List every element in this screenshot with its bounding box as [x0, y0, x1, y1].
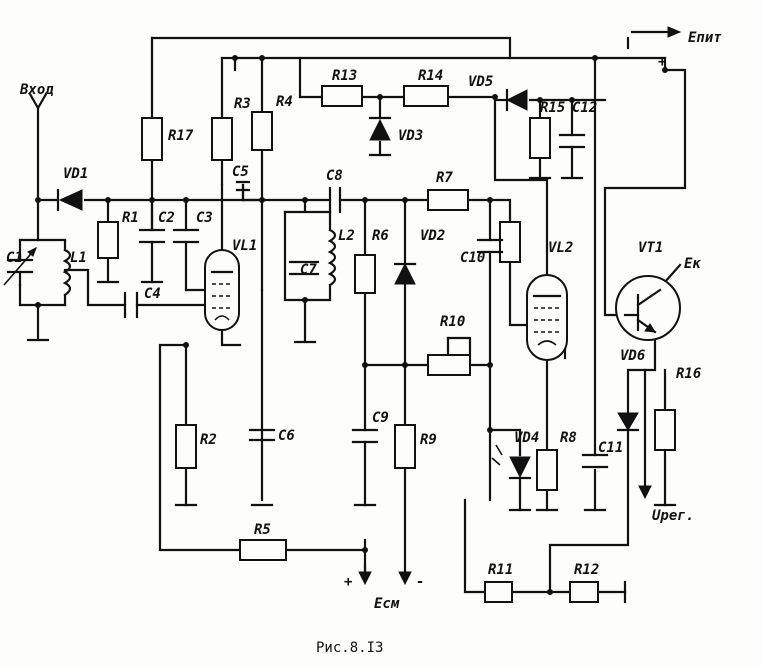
inductor-l1 — [62, 248, 72, 297]
resistor-r15 — [529, 117, 551, 159]
variable-capacitor-c1 — [3, 246, 37, 287]
label-vd6: VD6 — [620, 348, 645, 364]
resistor-r8 — [536, 449, 558, 491]
label-r17: R17 — [168, 128, 194, 144]
label-r11: R11 — [488, 562, 513, 578]
label-l2: L2 — [338, 228, 355, 244]
label-plus-bottom: + — [344, 574, 352, 590]
capacitors — [123, 133, 609, 469]
diode-vd5 — [505, 88, 528, 112]
resistor-r6 — [354, 254, 376, 294]
inductor-l2 — [327, 228, 337, 287]
label-ek: Eк — [684, 256, 701, 272]
label-l1: L1 — [70, 250, 87, 266]
label-r1: R1 — [122, 210, 139, 226]
label-r2: R2 — [200, 432, 217, 448]
label-c3: C3 — [196, 210, 213, 226]
label-vl1: VL1 — [232, 238, 257, 254]
diode-vd6 — [616, 412, 640, 432]
label-e-pit: Eпит — [688, 30, 722, 46]
label-r14: R14 — [418, 68, 443, 84]
label-e-sm: Eсм — [374, 596, 400, 612]
label-vd4: VD4 — [514, 430, 539, 446]
label-input: Вход — [19, 82, 54, 98]
resistor-r1 — [97, 221, 119, 259]
label-c5: C5 — [232, 164, 249, 180]
label-minus-bottom: - — [416, 574, 424, 590]
label-r10: R10 — [440, 314, 465, 330]
resistor-r10 — [427, 354, 471, 376]
resistor-r9 — [394, 424, 416, 469]
label-vd2: VD2 — [420, 228, 445, 244]
wires — [18, 30, 687, 604]
label-r16: R16 — [676, 366, 701, 382]
label-u-reg: Uрег. — [652, 508, 694, 524]
resistor-r14 — [403, 85, 449, 107]
label-r7: R7 — [436, 170, 453, 186]
label-c8: C8 — [326, 168, 343, 184]
resistor-r2 — [175, 424, 197, 469]
label-r3: R3 — [234, 96, 251, 112]
tube-vl2 — [526, 274, 568, 361]
resistor-r4 — [251, 111, 273, 151]
label-c4: C4 — [144, 286, 161, 302]
tube-vl1 — [204, 249, 240, 331]
junction-dots — [35, 55, 668, 595]
resistor-r7 — [427, 189, 469, 211]
resistor-r17 — [141, 117, 163, 161]
label-c10: C10 — [460, 250, 485, 266]
label-r12: R12 — [574, 562, 599, 578]
label-r4: R4 — [276, 94, 293, 110]
label-plus-top: + — [658, 54, 666, 70]
label-r9: R9 — [420, 432, 437, 448]
diode-vd1 — [56, 188, 83, 212]
diode-vd4 — [491, 444, 532, 480]
input-terminal — [28, 92, 48, 111]
label-c11: C11 — [598, 440, 623, 456]
label-r8: R8 — [560, 430, 577, 446]
label-c7: C7 — [300, 262, 317, 278]
label-r5: R5 — [254, 522, 271, 538]
label-vd5: VD5 — [468, 74, 493, 90]
resistor-r5 — [239, 539, 287, 561]
label-r6: R6 — [372, 228, 389, 244]
epit-arrow — [667, 26, 682, 38]
diode-vd2 — [393, 262, 417, 285]
bias-terminals — [358, 563, 412, 586]
label-c1: C1 — [6, 250, 23, 266]
label-vd3: VD3 — [398, 128, 423, 144]
label-vl2: VL2 — [548, 240, 573, 256]
ureg-terminal — [638, 485, 652, 500]
label-c6: C6 — [278, 428, 295, 444]
label-vd1: VD1 — [63, 166, 88, 182]
resistor-rvl2-grid — [499, 221, 521, 263]
label-r13: R13 — [332, 68, 357, 84]
label-c12: C12 — [572, 100, 597, 116]
figure-caption: Рис.8.I3 — [316, 640, 383, 656]
resistor-r11 — [484, 581, 513, 603]
label-r15: R15 — [540, 100, 565, 116]
label-vt1: VT1 — [638, 240, 663, 256]
diode-vd3 — [368, 116, 392, 141]
label-c9: C9 — [372, 410, 389, 426]
resistor-r13 — [321, 85, 363, 107]
resistor-r3 — [211, 117, 233, 161]
resistor-r12 — [569, 581, 599, 603]
resistor-r16 — [654, 409, 676, 451]
label-c2: C2 — [158, 210, 175, 226]
transistor-vt1 — [615, 275, 681, 341]
